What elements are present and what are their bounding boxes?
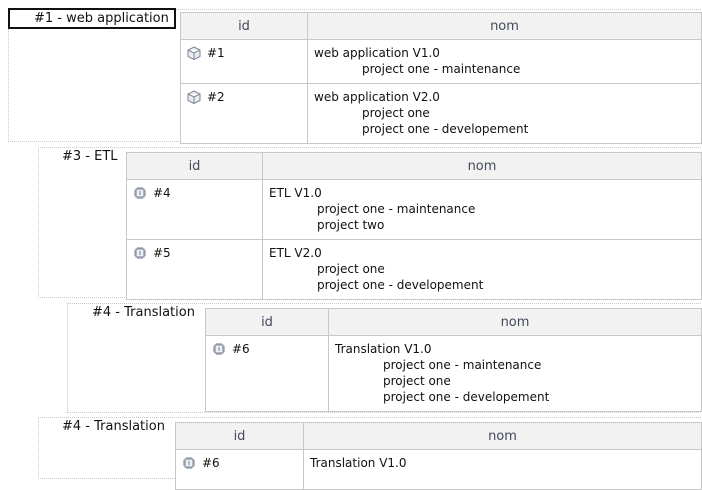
project-line: project one (362, 106, 430, 120)
table-row[interactable]: #6 Translation V1.0 project one - mainte… (205, 335, 702, 412)
group-table: id nom #6 Translation V1.0 project one -… (205, 308, 702, 412)
id-cell: #6 (175, 449, 304, 490)
nom-cell: Translation V1.0 (303, 449, 702, 490)
cube-icon (187, 46, 201, 60)
column-header-nom[interactable]: nom (262, 152, 702, 180)
project-line: project two (317, 218, 385, 232)
table-row[interactable]: #5 ETL V2.0 project one project one - de… (126, 239, 702, 300)
chip-icon (134, 187, 146, 199)
nom-cell: ETL V1.0 project one - maintenance proje… (262, 179, 702, 240)
project-line: project one (383, 374, 451, 388)
chip-icon (134, 247, 146, 259)
table-row[interactable]: #1 web application V1.0 project one - ma… (180, 39, 702, 84)
project-line: project one - developement (383, 390, 550, 404)
group-frame (67, 303, 702, 413)
group-label[interactable]: #3 - ETL (62, 149, 118, 164)
column-header-nom[interactable]: nom (328, 308, 702, 336)
project-line: project one - maintenance (383, 358, 542, 372)
column-header-id[interactable]: id (175, 422, 304, 450)
group-table: id nom #1 web application V1.0 project o… (180, 12, 702, 144)
row-id: #6 (232, 342, 250, 356)
row-name: ETL V2.0 (269, 246, 322, 260)
row-name: Translation V1.0 (335, 342, 432, 356)
id-cell: #6 (205, 335, 329, 412)
nom-cell: ETL V2.0 project one project one - devel… (262, 239, 702, 300)
row-id: #4 (153, 186, 171, 200)
nom-cell: web application V2.0 project one project… (307, 83, 702, 144)
id-cell: #4 (126, 179, 263, 240)
group-label[interactable]: #4 - Translation (92, 305, 195, 320)
group-table: id nom #6 Translation V1.0 (175, 422, 702, 490)
nom-cell: Translation V1.0 project one - maintenan… (328, 335, 702, 412)
row-id: #6 (202, 456, 220, 470)
column-header-id[interactable]: id (205, 308, 329, 336)
id-cell: #1 (180, 39, 308, 84)
project-line: project one - maintenance (362, 62, 521, 76)
table-row[interactable]: #4 ETL V1.0 project one - maintenance pr… (126, 179, 702, 240)
chip-icon (213, 343, 225, 355)
project-line: project one (317, 262, 385, 276)
group-label[interactable]: #1 - web application (8, 8, 176, 29)
row-name: web application V2.0 (314, 90, 440, 104)
row-id: #5 (153, 246, 171, 260)
row-name: Translation V1.0 (310, 456, 407, 470)
project-line: project one - maintenance (317, 202, 476, 216)
nom-cell: web application V1.0 project one - maint… (307, 39, 702, 84)
project-line: project one - developement (317, 278, 484, 292)
column-header-id[interactable]: id (180, 12, 308, 40)
column-header-id[interactable]: id (126, 152, 263, 180)
id-cell: #5 (126, 239, 263, 300)
group-label[interactable]: #4 - Translation (62, 419, 165, 434)
column-header-nom[interactable]: nom (307, 12, 702, 40)
row-id: #1 (207, 46, 225, 60)
cube-icon (187, 90, 201, 104)
project-line: project one - developement (362, 122, 529, 136)
table-row[interactable]: #2 web application V2.0 project one proj… (180, 83, 702, 144)
table-row[interactable]: #6 Translation V1.0 (175, 449, 702, 490)
column-header-nom[interactable]: nom (303, 422, 702, 450)
group-table: id nom #4 ETL V1.0 project one - mainten… (126, 152, 702, 300)
row-name: web application V1.0 (314, 46, 440, 60)
row-id: #2 (207, 90, 225, 104)
id-cell: #2 (180, 83, 308, 144)
row-name: ETL V1.0 (269, 186, 322, 200)
